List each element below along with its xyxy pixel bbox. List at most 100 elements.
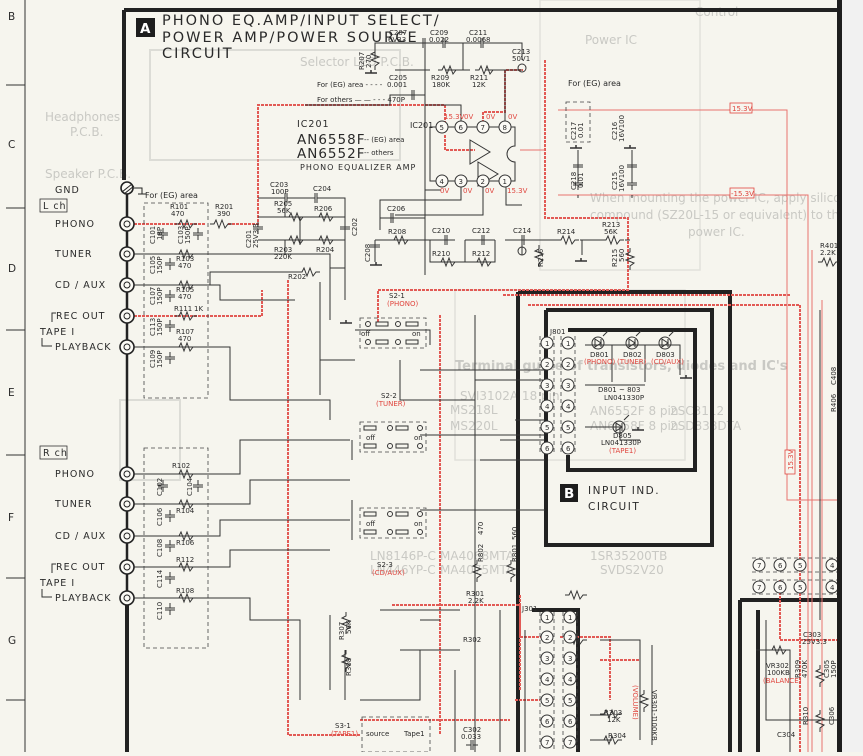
l-tape1-label: TAPE I [39,327,75,338]
pin-number: 2 [545,361,549,369]
ic-pin: 2 [481,178,485,186]
c211-value: 0.0068 [466,36,491,44]
viewer-background [842,0,863,752]
c108-ref: C108 [156,539,164,557]
pin-number: 2 [545,634,549,642]
pin-number: 7 [545,739,549,747]
led-group-part: LN041330P [604,394,644,402]
pin-number: 5 [545,697,549,705]
c305-ref: C305 [823,660,831,678]
pin-number: 6 [568,718,573,726]
pin-number: 7 [757,562,761,570]
r215-value: 560 [618,249,626,262]
vr301-value: 100KB [650,718,658,741]
rch-label: R ch [43,448,68,459]
c213-value: 50V1 [512,55,530,63]
ghost-sr: 1SR35200TB [590,549,667,563]
section-b-title-1: INPUT IND. [588,485,660,497]
pin-number: 6 [545,718,550,726]
connector-j801: J801 1 2 3 4 5 6 1 2 3 4 5 6 [539,328,576,455]
ic201-ref-pkg: IC201 [410,121,433,130]
ic201-function: PHONO EQUALIZER AMP [300,163,416,172]
s2-1-ref: S2-1 [389,292,405,300]
row-label-e: E [8,387,16,399]
r802-ref: R802 [477,544,485,562]
r107-value: 470 [178,335,191,343]
ghost-speaker: Speaker P.C.B. [45,167,131,181]
section-a-badge-box [136,18,155,37]
r205-ref: R205 [274,200,292,208]
ghost-tr1: 2SC3112 [670,404,724,418]
ic-pin: 7 [481,124,485,132]
switch-s3-1: S3-1 (TAPE1) source Tape1 [331,716,431,753]
ghost-svd: SVDS2V20 [600,563,664,577]
d803-label: (CD/AUX) [651,358,684,366]
r208-ref: R208 [388,228,406,236]
ic201-part-eg-note: -- (EG) area [364,136,404,144]
ghost-ms220: MS220L [450,419,498,433]
r-tape1-label: TAPE I [39,578,75,589]
ic201-part-others-note: -- others [364,149,394,157]
r206-ref: R206 [314,205,333,213]
ghost-headphones: Headphones [45,110,120,124]
balance-label: (BALANCE) [763,677,802,685]
r303-value: 12K [607,716,621,724]
c209-value: 0.022 [429,36,449,44]
r308-ref: R308 [345,658,353,676]
led-group-ref: D801 ~ 803 [598,386,640,394]
s2-2-label: (TUNER) [376,400,406,408]
r802-value: 470 [477,522,485,535]
d803-ref: D803 [656,351,675,359]
c214-ref: C214 [513,227,532,235]
section-b-badge: B [564,486,575,502]
r103-value: 470 [178,262,191,270]
r216-ref: R216 [537,248,545,267]
r309-value: 470K [801,660,809,678]
gnd-label: GND [55,185,80,196]
pin-number: 5 [568,697,572,705]
switch-s2-1: off on S2-1 (PHONO) [359,292,427,349]
switch-on-label: on [414,434,423,442]
c208-ref: C208 [364,244,372,262]
ghost-ms218: MS218L [450,403,498,417]
d801-label: (PHONO) [584,358,615,366]
c103-value: 150P [184,226,192,244]
c203-ref: C203 [270,181,288,189]
pin-number: 6 [566,445,571,453]
r406-ref: R406 [830,393,838,412]
c107-ref: C107 [149,287,157,305]
r301-ref: R301 [466,590,484,598]
pin-number: 3 [568,655,572,663]
l-tuner-label: TUNER [54,249,92,260]
s3-1-tape1-label: Tape1 [403,730,425,738]
eg-area-note-right: For (EG) area [568,79,621,88]
pin-number: 4 [830,562,835,570]
note-for-others: For others — — - - - 470P [317,96,405,104]
r207-label: R207 [358,52,366,70]
ic-pin: 4 [440,178,445,186]
l-phono-label: PHONO [55,219,95,230]
d802-label: (TUNER) [617,358,647,366]
connector-right: 7 6 5 4 7 6 5 4 [752,557,839,595]
ghost-an8b: AN6558F 8 pin [590,419,678,433]
ic201-part-eg: AN6558F [297,132,365,148]
r108-ref: R108 [176,587,194,595]
r207-value: 270 [365,55,373,68]
c207-value: 6V33 [388,36,406,44]
c211-ref: C211 [469,29,487,37]
c113-ref: C113 [149,318,157,336]
r401-ref: R401 [820,242,838,250]
r211-value: 12K [472,81,486,89]
r215-ref: R215 [611,249,619,267]
section-a-badge: A [140,21,151,37]
pin-number: 4 [830,584,835,592]
c215-ref: C215 [611,172,619,190]
c216-value: 16V100 [618,115,626,142]
pin-number: 1 [545,614,549,622]
r302-ref: R302 [463,636,481,644]
c215-value: 16V100 [618,165,626,192]
r303-ref: R303 [604,709,622,717]
switch-s2-2: off on S2-2 (TUNER) [359,392,427,453]
ic-pin: 8 [503,124,507,132]
